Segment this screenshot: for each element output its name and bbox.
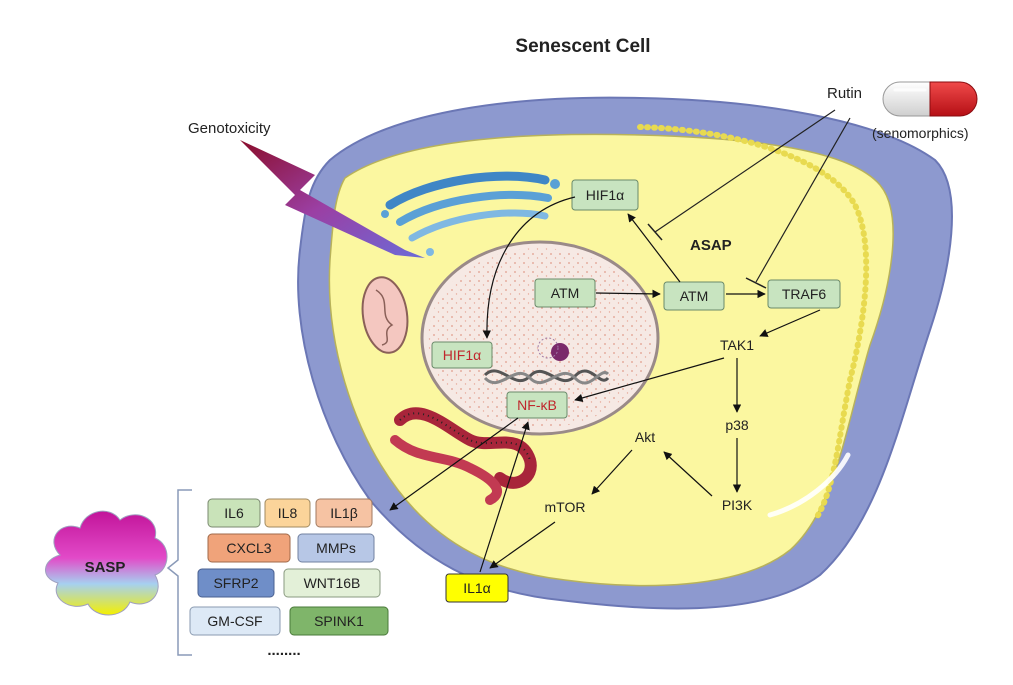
svg-text:HIF1α: HIF1α [586,187,624,203]
capsule-icon [882,81,978,117]
svg-text:GM-CSF: GM-CSF [207,613,262,629]
sasp-label: SASP [85,559,126,576]
atm-nuc-box: ATM [534,278,596,308]
svg-text:WNT16B: WNT16B [304,575,361,591]
svg-text:IL1β: IL1β [330,505,358,521]
svg-text:ATM: ATM [551,285,580,301]
golgi-apparatus [381,171,560,256]
svg-text:TRAF6: TRAF6 [782,286,827,302]
rutin-inhibit-traf6-line [755,117,851,283]
mtor-label: mTOR [545,499,586,515]
traf6-box: TRAF6 [767,279,841,309]
sasp-factor-boxes: IL6 IL8 IL1β CXCL3 MMPs SFRP2 WNT16B GM-… [189,498,389,636]
sasp-ellipsis: ........ [267,642,300,659]
akt-label: Akt [635,429,655,445]
svg-text:IL1α: IL1α [463,580,491,596]
sasp-factor-cxcl3: CXCL3 [207,533,291,563]
rutin-label: Rutin [827,85,862,102]
p38-label: p38 [725,417,749,433]
pathway-arrows [389,196,821,573]
svg-text:SFRP2: SFRP2 [213,575,258,591]
atm-cyto-box: ATM [663,281,725,311]
il1a-box: IL1α [445,573,509,603]
svg-text:HIF1α: HIF1α [443,347,481,363]
rutin-inhibit-hif1a-bar [647,223,663,241]
sasp-factor-wnt16b: WNT16B [283,568,381,598]
sasp-factor-sfrp2: SFRP2 [197,568,275,598]
asap-label: ASAP [690,237,732,254]
genotoxicity-bolt [240,140,425,258]
svg-text:SPINK1: SPINK1 [314,613,364,629]
sasp-bracket [166,489,192,656]
page-title: Senescent Cell [515,36,650,57]
sasp-factor-spink1: SPINK1 [289,606,389,636]
cell-highlight [767,452,851,518]
pi3k-label: PI3K [722,497,753,513]
sasp-cloud: SASP [45,510,168,616]
nfkb-box: NF-κB [506,391,568,419]
mitochondrion [361,276,409,354]
senomorphics-label: (senomorphics) [872,125,968,141]
sasp-factor-il8: IL8 [264,498,311,528]
sasp-factor-gm-csf: GM-CSF [189,606,281,636]
svg-text:NF-κB: NF-κB [517,397,557,413]
genotoxicity-label: Genotoxicity [188,120,271,137]
endoplasmic-reticulum [390,407,537,505]
sasp-factor-il1b: IL1β [315,498,373,528]
svg-text:CXCL3: CXCL3 [226,540,271,556]
dna-helix [483,369,610,385]
sasp-factor-mmps: MMPs [297,533,375,563]
svg-text:IL6: IL6 [224,505,244,521]
svg-text:MMPs: MMPs [316,540,356,556]
tak1-label: TAK1 [720,337,754,353]
svg-text:IL8: IL8 [278,505,298,521]
hif1a-nuc-box: HIF1α [431,341,493,369]
sasp-factor-il6: IL6 [207,498,261,528]
svg-text:ATM: ATM [680,288,709,304]
rutin-inhibit-traf6-bar [745,277,767,289]
hif1a-cyto-box: HIF1α [571,179,639,211]
rutin-inhibit-hif1a-line [654,109,836,233]
membrane-beads [637,124,870,523]
